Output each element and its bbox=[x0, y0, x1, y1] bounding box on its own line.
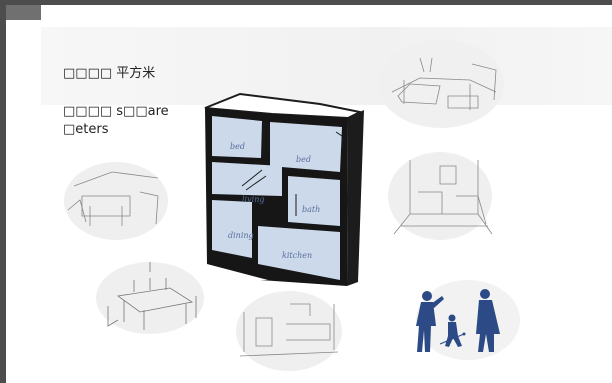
room-label-living: living bbox=[242, 195, 264, 204]
vignette-left-study bbox=[64, 162, 168, 240]
room-label-bed-right: bed bbox=[296, 155, 311, 164]
house-cutaway: bed bed living bath dining kitchen bbox=[204, 92, 364, 286]
area-label-english-line1: □□□□ s□□are bbox=[63, 104, 169, 119]
area-label-chinese: □□□□ 平方米 bbox=[63, 66, 156, 81]
room-label-bed: bed bbox=[230, 142, 245, 151]
vignette-lower-left-dining bbox=[96, 262, 204, 334]
vignette-right-hallway bbox=[388, 152, 493, 240]
room-label-kitchen: kitchen bbox=[282, 251, 312, 260]
frame-corner-block bbox=[6, 5, 41, 20]
vignette-family-figures bbox=[416, 280, 520, 360]
vignette-bottom-kitchen bbox=[236, 291, 342, 371]
frame-left-bar bbox=[0, 0, 6, 383]
room-label-bath: bath bbox=[302, 205, 320, 214]
area-label-english-line2: □eters bbox=[63, 122, 109, 137]
header-band bbox=[41, 27, 612, 105]
vignette-top-right-living-room bbox=[378, 40, 504, 128]
frame-top-bar bbox=[0, 0, 612, 5]
room-label-dining: dining bbox=[228, 231, 254, 240]
